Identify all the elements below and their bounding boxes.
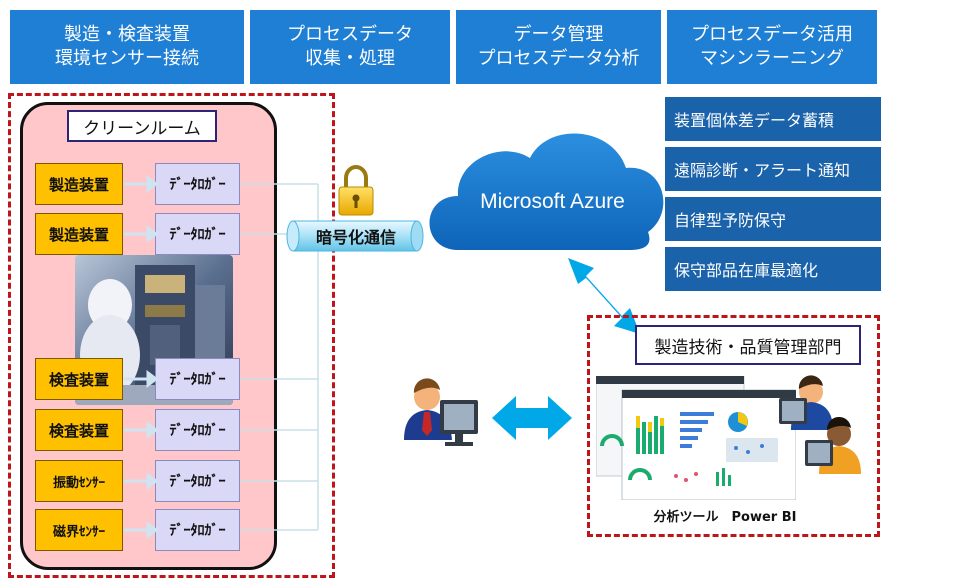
feature-data-accumulation: 装置個体差データ蓄積 (665, 97, 881, 141)
feature-predictive-maintenance: 自律型予防保守 (665, 197, 881, 241)
feature-inventory-optimization: 保守部品在庫最適化 (665, 247, 881, 291)
header-ml: プロセスデータ活用 マシンラーニング (667, 10, 877, 84)
department-users (779, 375, 861, 474)
powerbi-dashboard (595, 375, 797, 501)
encryption-pipe (286, 220, 424, 252)
header-collection: プロセスデータ 収集・処理 (250, 10, 450, 84)
user-dashboard-arrow (492, 396, 572, 440)
lock-icon (338, 165, 374, 216)
device-inspection-1: 検査装置 (35, 358, 123, 400)
header-analysis: データ管理 プロセスデータ分析 (456, 10, 661, 84)
user-icon (404, 378, 478, 446)
data-logger-1: ﾃﾞｰﾀﾛｶﾞｰ (155, 163, 240, 205)
device-magnetic-sensor: 磁界ｾﾝｻｰ (35, 509, 123, 551)
powerbi-caption: 分析ツール Power BI (653, 510, 797, 525)
feature-remote-diagnosis: 遠隔診断・アラート通知 (665, 147, 881, 191)
device-manufacturing-2: 製造装置 (35, 213, 123, 255)
header-equipment: 製造・検査装置 環境センサー接続 (10, 10, 244, 84)
data-logger-5: ﾃﾞｰﾀﾛｶﾞｰ (155, 460, 240, 502)
encryption-label: 暗号化通信 (315, 228, 396, 247)
cleanroom-title: クリーンルーム (67, 110, 217, 142)
device-inspection-2: 検査装置 (35, 409, 123, 451)
department-title: 製造技術・品質管理部門 (635, 325, 861, 365)
data-logger-6: ﾃﾞｰﾀﾛｶﾞｰ (155, 509, 240, 551)
cloud-label: Microsoft Azure (480, 190, 625, 213)
data-logger-3: ﾃﾞｰﾀﾛｶﾞｰ (155, 358, 240, 400)
device-vibration-sensor: 振動ｾﾝｻｰ (35, 460, 123, 502)
device-to-logger-arrows (124, 175, 159, 539)
equipment-region (8, 93, 335, 578)
department-region (587, 315, 880, 537)
cloud-department-arrow (568, 258, 640, 334)
user-icon (779, 375, 861, 474)
data-logger-4: ﾃﾞｰﾀﾛｶﾞｰ (155, 409, 240, 451)
cloud-icon (429, 133, 664, 250)
device-manufacturing-1: 製造装置 (35, 163, 123, 205)
data-logger-2: ﾃﾞｰﾀﾛｶﾞｰ (155, 213, 240, 255)
